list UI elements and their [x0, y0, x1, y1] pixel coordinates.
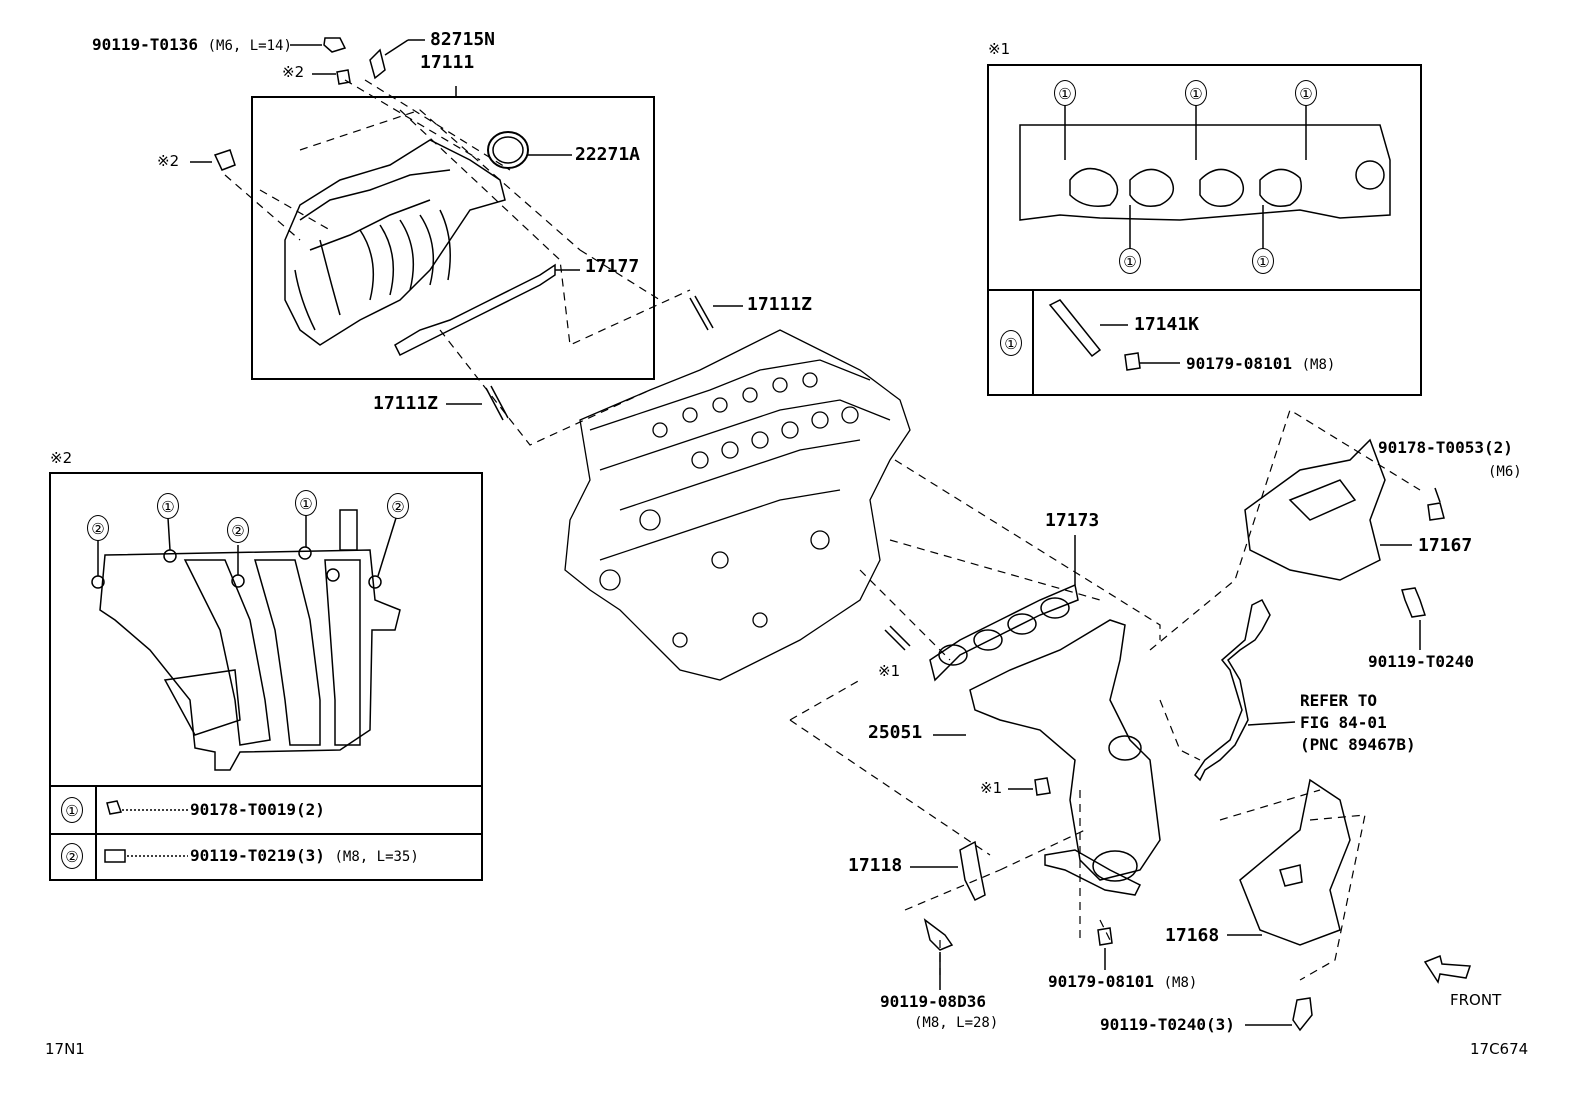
- callout-1-b: ①: [1185, 80, 1207, 106]
- bolt-90119-T0240-3: [1292, 997, 1313, 1032]
- note1-box: [987, 64, 1422, 396]
- label-note1-box: ※1: [988, 40, 1011, 58]
- nut-90179-08101: [1097, 927, 1113, 946]
- stud-17141K: [1048, 299, 1102, 358]
- label-note2-box: ※2: [50, 449, 73, 467]
- label-22271A: 22271A: [575, 144, 641, 165]
- bolt-90119-T0136: [323, 37, 347, 53]
- label-17141K: 17141K: [1134, 314, 1200, 335]
- cylinder-head-illustration: [564, 329, 911, 681]
- callout-2-b: ②: [227, 517, 249, 543]
- head-gasket-view: [1019, 124, 1391, 221]
- bracket-17118: [959, 840, 986, 902]
- intake-manifold-front-view: [99, 549, 401, 771]
- label-90179-08101-spec: (M8): [1163, 975, 1198, 991]
- label-17168: 17168: [1165, 925, 1220, 946]
- callout-1-e: ①: [1252, 248, 1274, 274]
- label-25051: 25051: [868, 722, 923, 743]
- label-note2-b: ※2: [157, 152, 180, 170]
- exhaust-gasket: [929, 583, 1079, 682]
- label-note1-a: ※1: [878, 662, 901, 680]
- label-refer-1: REFER TO: [1300, 691, 1378, 710]
- label-90179-08101-box-spec: (M8): [1301, 357, 1336, 373]
- label-refer-3: (PNC 89467B): [1300, 735, 1416, 754]
- figure-code-right: 17C674: [1470, 1040, 1529, 1058]
- label-90119-08D36-spec: (M8, L=28): [914, 1015, 999, 1031]
- label-17111: 17111: [420, 52, 475, 73]
- label-90119-T0136: 90119-T0136 (M6, L=14): [92, 35, 292, 54]
- callout-1-f: ①: [157, 493, 179, 519]
- legend-box2-marker-1: ①: [61, 797, 83, 823]
- legend-box2-spec-2: (M8, L=35): [334, 849, 419, 865]
- label-17118: 17118: [848, 855, 903, 876]
- label-90119-T0240-3: 90119-T0240(3): [1100, 1015, 1235, 1034]
- legend-box2-part-1: 90178-T0019(2): [190, 800, 325, 819]
- front-arrow: [1423, 954, 1472, 984]
- intake-manifold-illustration: [284, 139, 506, 346]
- label-90179-08101-box: 90179-08101 (M8): [1186, 354, 1336, 373]
- label-17173: 17173: [1045, 510, 1100, 531]
- label-note1-b: ※1: [980, 779, 1003, 797]
- oxygen-sensor: [1194, 599, 1271, 782]
- figure-code-left: 17N1: [45, 1040, 85, 1058]
- legend-box1-marker: ①: [1000, 330, 1022, 356]
- label-82715N: 82715N: [430, 29, 496, 50]
- callout-1-a: ①: [1054, 80, 1076, 106]
- heat-shield-17167: [1244, 438, 1386, 581]
- label-90119-08D36: 90119-08D36: [880, 992, 986, 1011]
- label-refer-2: FIG 84-01: [1300, 713, 1387, 732]
- label-front: FRONT: [1450, 991, 1502, 1009]
- nut-note1: [1034, 777, 1051, 796]
- label-17177: 17177: [585, 256, 640, 277]
- stud-17111Z-bottom: [485, 385, 509, 421]
- bolt-90119-08D36: [923, 918, 954, 951]
- heat-shield-17168: [1239, 778, 1351, 946]
- intake-gasket: [394, 263, 556, 357]
- label-90178-T0053-spec: (M6): [1488, 464, 1522, 480]
- callout-2-a: ②: [87, 515, 109, 541]
- callout-2-c: ②: [387, 493, 409, 519]
- label-17111Z-top: 17111Z: [747, 294, 813, 315]
- label-90119-T0136-spec: (M6, L=14): [207, 38, 292, 54]
- note2-box: [49, 472, 483, 881]
- exhaust-manifold-illustration: [969, 619, 1161, 896]
- label-90119-T0240: 90119-T0240: [1368, 652, 1474, 671]
- callout-1-d: ①: [1119, 248, 1141, 274]
- label-17111Z-bottom: 17111Z: [373, 393, 439, 414]
- legend-box2-part-2: 90119-T0219(3) (M8, L=35): [190, 846, 419, 865]
- label-90179-08101: 90179-08101 (M8): [1048, 972, 1198, 991]
- intake-manifold-box: [251, 96, 655, 380]
- legend-box2-marker-2: ②: [61, 843, 83, 869]
- callout-1-c: ①: [1295, 80, 1317, 106]
- label-note2-a: ※2: [282, 63, 305, 81]
- gasket-ring: [487, 131, 529, 169]
- callout-1-g: ①: [295, 490, 317, 516]
- label-17167: 17167: [1418, 535, 1473, 556]
- label-90178-T0053: 90178-T0053(2): [1378, 438, 1513, 457]
- stud-17111Z-top: [689, 295, 714, 331]
